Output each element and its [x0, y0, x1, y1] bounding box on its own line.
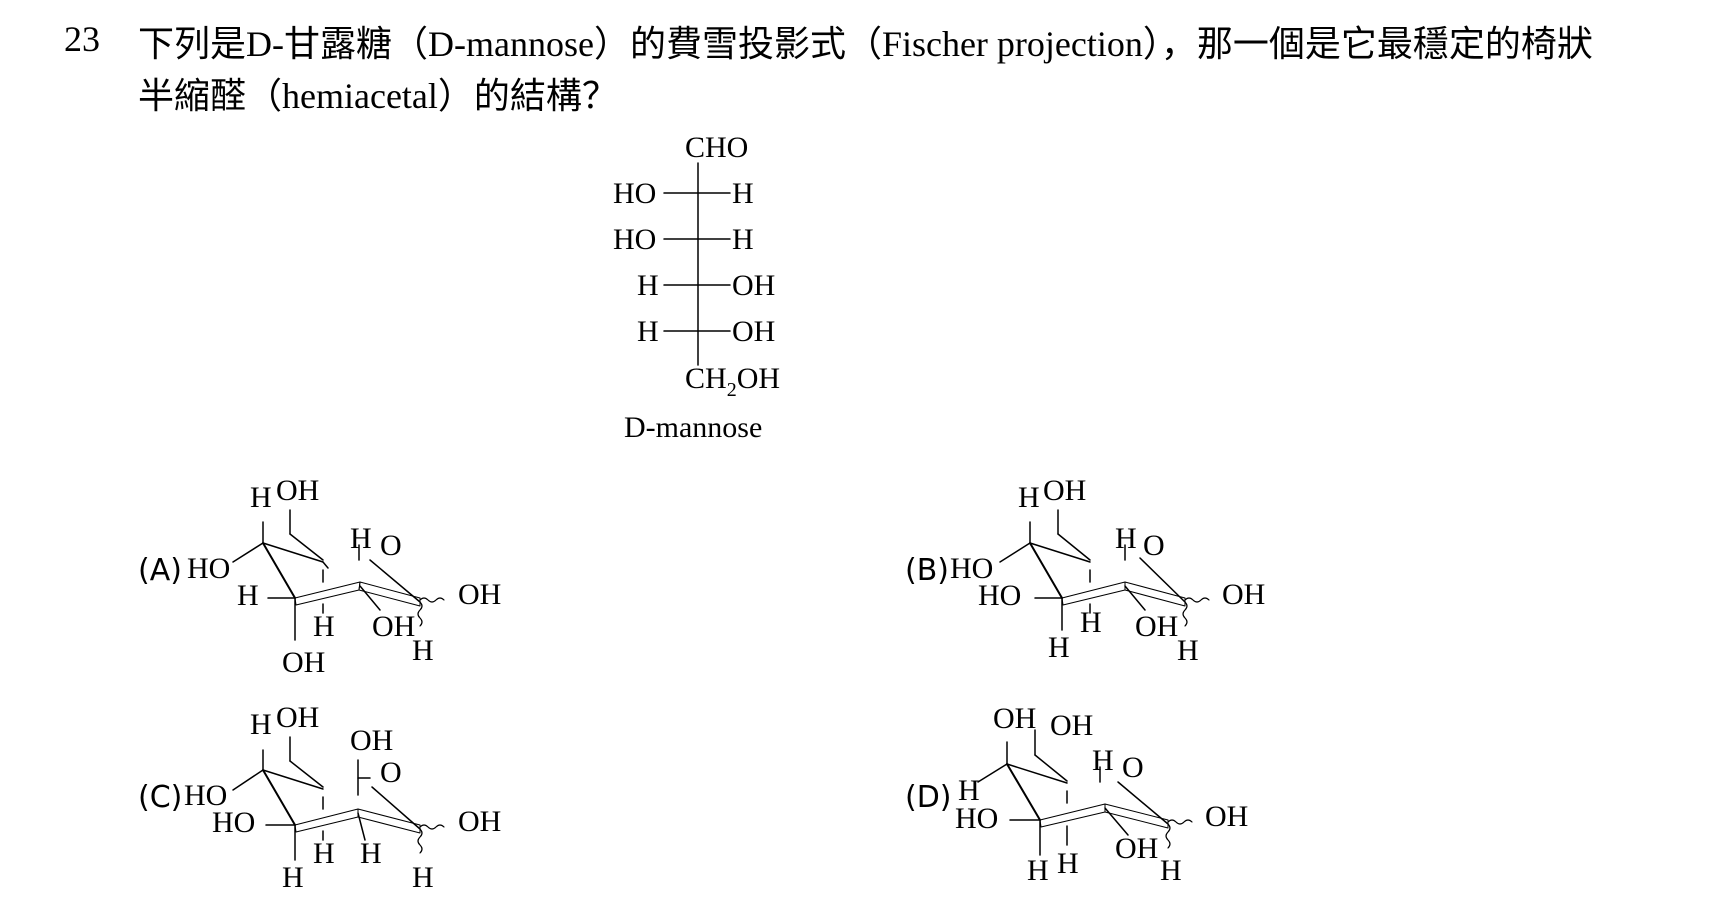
- opt-d-atom-11: H: [1160, 854, 1182, 887]
- opt-c-atom-6: O: [380, 756, 402, 789]
- opt-c-atom-11: H: [412, 861, 434, 894]
- opt-b-atom-2: OH: [1043, 474, 1086, 507]
- opt-a-atom-2: OH: [276, 474, 319, 507]
- option-b-label[interactable]: (B): [905, 553, 949, 588]
- opt-c-atom-1: H: [250, 708, 272, 741]
- opt-b-atom-4: HO: [978, 579, 1021, 612]
- opt-b-atom-8: H: [1080, 606, 1102, 639]
- opt-c-atom-2: OH: [276, 701, 319, 734]
- opt-c-atom-8: H: [282, 861, 304, 894]
- opt-a-atom-9: OH: [372, 610, 415, 643]
- question-line-1: 下列是D-甘露糖（D-mannose）的費雪投影式（Fischer projec…: [138, 24, 1593, 64]
- opt-b-atom-6: O: [1143, 529, 1165, 562]
- question-line-2: 半縮醛（hemiacetal）的結構？: [138, 76, 618, 116]
- fischer-row3-left: H: [637, 269, 659, 302]
- fischer-projection: CHO HO H HO H H OH H OH CH2OH D-mannose: [613, 131, 780, 444]
- fischer-row1-right: H: [732, 177, 754, 210]
- opt-c-atom-3: OH: [350, 724, 393, 757]
- opt-a-atom-3: HO: [187, 552, 230, 585]
- opt-a-atom-5: H: [350, 522, 372, 555]
- option-c-structure: H OH OH HO HO O OH H H H H: [184, 701, 501, 894]
- opt-c-atom-9: H: [313, 837, 335, 870]
- fischer-top: CHO: [685, 131, 748, 164]
- opt-d-atom-8: OH: [1115, 832, 1158, 865]
- option-d-label[interactable]: (D): [905, 780, 952, 815]
- fischer-row2-left: HO: [613, 223, 656, 256]
- opt-a-atom-8: H: [313, 610, 335, 643]
- question-number: 23: [64, 19, 100, 59]
- opt-b-atom-5: H: [1115, 522, 1137, 555]
- fischer-bottom: CH2OH: [685, 362, 780, 401]
- option-a-label[interactable]: (A): [138, 553, 182, 588]
- opt-c-atom-4: HO: [184, 779, 227, 812]
- opt-d-atom-3: H: [958, 774, 980, 807]
- opt-d-atom-1: OH: [993, 702, 1036, 735]
- opt-b-atom-3: HO: [950, 552, 993, 585]
- opt-d-atom-5: H: [1092, 744, 1114, 777]
- opt-b-atom-11: H: [1048, 631, 1070, 664]
- question-text: 下列是D-甘露糖（D-mannose）的費雪投影式（Fischer projec…: [138, 18, 1698, 122]
- opt-a-atom-11: OH: [282, 646, 325, 679]
- fischer-row4-right: OH: [732, 315, 775, 348]
- opt-b-atom-10: H: [1177, 634, 1199, 667]
- opt-c-atom-10: H: [360, 837, 382, 870]
- fischer-caption: D-mannose: [624, 411, 762, 444]
- opt-c-atom-7: OH: [458, 805, 501, 838]
- option-c-label[interactable]: (C): [138, 780, 183, 815]
- opt-a-atom-6: O: [380, 529, 402, 562]
- opt-d-atom-6: O: [1122, 751, 1144, 784]
- opt-b-atom-7: OH: [1222, 578, 1265, 611]
- opt-b-atom-1: H: [1018, 481, 1040, 514]
- fischer-row1-left: HO: [613, 177, 656, 210]
- opt-a-atom-4: H: [237, 579, 259, 612]
- fischer-row4-left: H: [637, 315, 659, 348]
- opt-a-atom-10: H: [412, 634, 434, 667]
- option-d-structure: OH OH H HO H O OH OH H H H: [955, 702, 1248, 887]
- option-a-structure: H OH HO H H O OH H OH H OH: [187, 474, 501, 679]
- opt-c-atom-5: HO: [212, 806, 255, 839]
- opt-d-atom-7: OH: [1205, 800, 1248, 833]
- opt-d-atom-4: HO: [955, 802, 998, 835]
- fischer-row3-right: OH: [732, 269, 775, 302]
- fischer-row2-right: H: [732, 223, 754, 256]
- opt-d-atom-9: H: [1027, 854, 1049, 887]
- opt-b-atom-9: OH: [1135, 610, 1178, 643]
- opt-a-atom-1: H: [250, 481, 272, 514]
- opt-d-atom-2: OH: [1050, 709, 1093, 742]
- opt-d-atom-10: H: [1057, 847, 1079, 880]
- option-b-structure: H OH HO HO H O OH H OH H H: [950, 474, 1265, 667]
- opt-a-atom-7: OH: [458, 578, 501, 611]
